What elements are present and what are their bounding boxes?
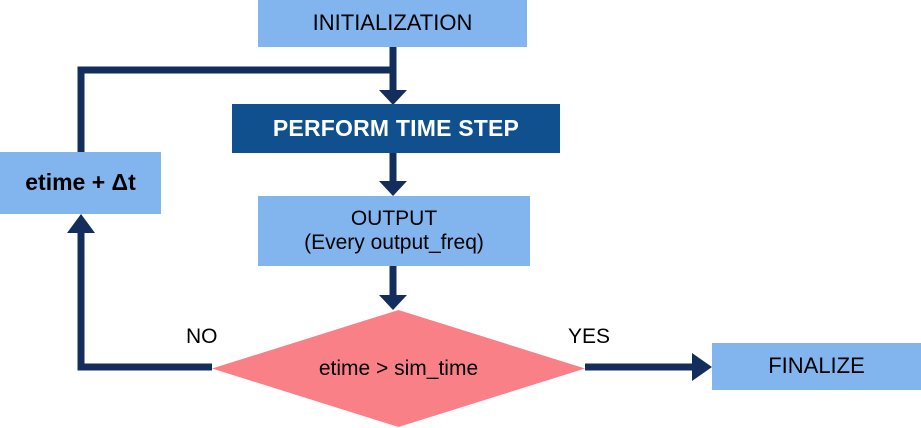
node-decision-label: etime > sim_time [318,356,479,380]
node-initialization[interactable]: INITIALIZATION [258,0,527,47]
edge-output-to-decision [379,266,407,310]
edge-init-to-perform [379,47,407,105]
node-output-label-line1: OUTPUT [350,207,438,231]
edge-perform-to-output [379,153,407,196]
node-etime-increment-label: etime + Δt [25,169,136,196]
node-decision-etime-gt-simtime[interactable]: etime > sim_time [212,310,585,427]
node-finalize-label: FINALIZE [768,353,865,379]
edge-label-no: NO [186,325,218,348]
node-finalize[interactable]: FINALIZE [712,343,921,390]
edge-decision-yes-to-finalize [585,353,712,381]
edge-label-yes: YES [568,325,611,348]
node-etime-increment[interactable]: etime + Δt [0,152,161,214]
node-output[interactable]: OUTPUT (Every output_freq) [258,196,530,266]
node-perform-time-step[interactable]: PERFORM TIME STEP [232,104,560,153]
node-perform-time-step-label: PERFORM TIME STEP [272,114,520,141]
node-initialization-label: INITIALIZATION [312,10,473,36]
node-output-label-line2: (Every output_freq) [304,231,484,254]
